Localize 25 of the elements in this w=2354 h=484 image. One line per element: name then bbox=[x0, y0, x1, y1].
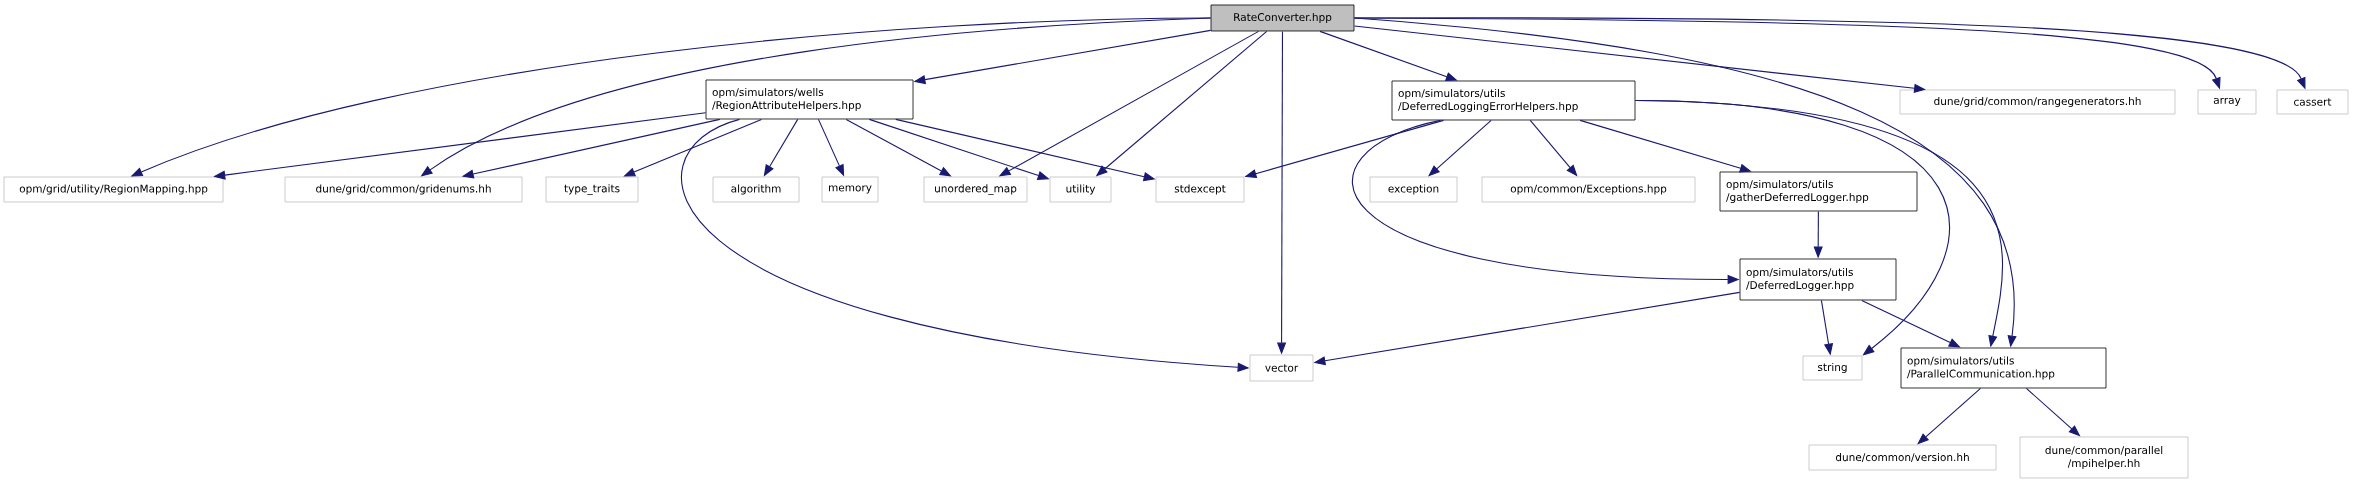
header-box: algorithm bbox=[712, 176, 800, 203]
file-box: opm/simulators/utils /DeferredLoggingErrorHelpers.hpp bbox=[1391, 80, 1636, 121]
header-box: dune/grid/common/gridenums.hh bbox=[284, 176, 523, 203]
header-box: cassert bbox=[2276, 89, 2349, 115]
file-box: opm/simulators/wells /RegionAttributeHelpers.hpp bbox=[705, 79, 914, 120]
file-box: RateConverter.hpp bbox=[1210, 4, 1355, 32]
arrow bbox=[1428, 119, 1492, 177]
header-box: memory bbox=[821, 176, 879, 203]
header-box: exception bbox=[1369, 176, 1458, 203]
header-box: opm/common/Exceptions.hpp bbox=[1481, 176, 1696, 203]
header-box: type_traits bbox=[545, 176, 639, 203]
file-box: opm/simulators/utils /ParallelCommunication.hpp bbox=[1900, 347, 2107, 389]
arrow bbox=[1917, 387, 1982, 445]
header-box: opm/grid/utility/RegionMapping.hpp bbox=[3, 176, 224, 203]
header-box: utility bbox=[1049, 176, 1112, 203]
header-box: array bbox=[2197, 89, 2257, 115]
header-box: unordered_map bbox=[923, 176, 1028, 203]
header-box: string bbox=[1802, 355, 1863, 381]
file-box: opm/simulators/utils /gatherDeferredLogger.hpp bbox=[1719, 171, 1918, 212]
header-box: dune/grid/common/rangegenerators.hh bbox=[1899, 89, 2176, 115]
header-box: dune/common/version.hh bbox=[1808, 444, 1997, 471]
header-box: vector bbox=[1249, 354, 1314, 382]
file-box: opm/simulators/utils /DeferredLogger.hpp bbox=[1739, 258, 1897, 301]
header-box: dune/common/parallel /mpihelper.hh bbox=[2019, 436, 2189, 479]
header-box: stdexcept bbox=[1155, 176, 1245, 203]
